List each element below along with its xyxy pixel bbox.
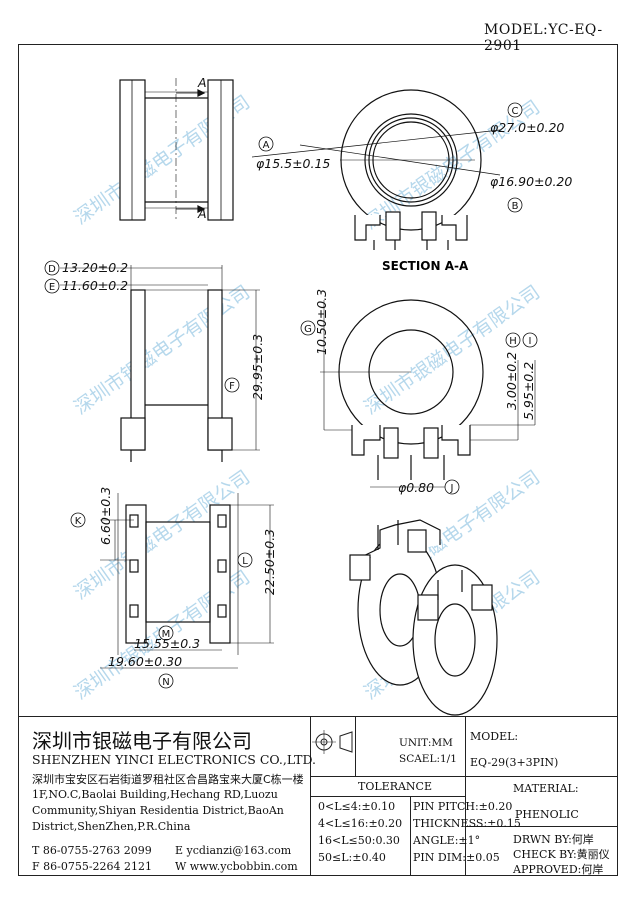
tolerance-row: 4<L≤16:±0.20 — [318, 817, 403, 830]
address-en-line1: 1F,NO.C,Baolai Building,Hechang RD,Luozu — [32, 788, 278, 801]
pin-tolerance-row: THICKNESS:±0.15 — [413, 817, 521, 830]
material-label: MATERIAL: — [513, 782, 579, 795]
balloon-g: G — [304, 324, 312, 335]
dim-a: φ15.5±0.15 — [256, 156, 330, 171]
website: W www.ycbobbin.com — [175, 860, 298, 873]
balloon-l: L — [242, 556, 248, 567]
dim-n: 19.60±0.30 — [108, 654, 182, 669]
model-label: MODEL: — [470, 730, 519, 743]
isometric-view — [349, 519, 498, 716]
dim-d: 13.20±0.2 — [62, 260, 128, 275]
balloon-group — [44, 102, 538, 689]
balloon-c: C — [512, 106, 519, 117]
dim-e: 11.60±0.2 — [62, 278, 128, 293]
dim-m: 15.55±0.3 — [134, 636, 200, 651]
bottom-view — [100, 493, 274, 669]
company-name-en: SHENZHEN YINCI ELECTRONICS CO.,LTD. — [32, 752, 317, 767]
model-number-header: MODEL:YC-EQ-2901 — [484, 22, 603, 54]
section-mark-bottom: A — [197, 206, 207, 221]
email: E ycdianzi@163.com — [175, 844, 292, 857]
balloon-a: A — [263, 140, 270, 151]
balloon-j: J — [450, 483, 454, 494]
material-value: PHENOLIC — [515, 808, 579, 821]
fax: F 86-0755-2264 2121 — [32, 860, 153, 873]
tolerance-row: 0<L≤4:±0.10 — [318, 800, 396, 813]
balloon-k: K — [75, 516, 82, 527]
dim-f: 29.95±0.3 — [250, 334, 265, 400]
tolerance-row: 16<L≤50:0.30 — [318, 834, 400, 847]
model-value: EQ-29(3+3PIN) — [470, 756, 559, 769]
scale: SCAEL:1/1 — [399, 753, 457, 765]
watermark: 深圳市银磁电子有限公司 — [70, 281, 254, 419]
front-view — [60, 265, 260, 462]
balloon-e: E — [49, 282, 55, 293]
pin-tolerance-row: ANGLE:±1° — [413, 834, 481, 847]
pin-tolerance-row: PIN DIM:±0.05 — [413, 851, 500, 864]
balloon-f: F — [229, 381, 235, 392]
balloon-letters: A C B D E F G H I J K L M N — [48, 106, 531, 688]
dim-l: 22.50±0.3 — [262, 529, 277, 595]
checked-by: CHECK BY:黄丽仪 — [513, 848, 610, 861]
dimension-labels: φ15.5±0.15 φ27.0±0.20 φ16.90±0.20 13.20±… — [62, 120, 572, 669]
section-mark-top: A — [197, 75, 207, 90]
side-view-outline — [320, 299, 536, 488]
section-label: SECTION A-A — [382, 259, 469, 273]
balloon-d: D — [48, 264, 56, 275]
balloon-m: M — [162, 629, 171, 640]
side-view-top — [119, 78, 234, 222]
dim-j: φ0.80 — [398, 480, 434, 495]
address-cn: 深圳市宝安区石岩街道罗租社区合昌路宝来大厦C栋一楼 — [32, 773, 304, 786]
address-en-line3: District,ShenZhen,P.R.China — [32, 820, 191, 833]
section-view — [251, 89, 501, 250]
balloon-n: N — [162, 677, 169, 688]
dim-b: φ16.90±0.20 — [490, 174, 572, 189]
dim-i: 5.95±0.2 — [521, 362, 536, 420]
tolerance-label: TOLERANCE — [358, 780, 432, 793]
drawing-frame — [18, 44, 618, 876]
balloon-h: H — [509, 336, 517, 347]
dim-k: 6.60±0.3 — [98, 487, 113, 545]
balloon-i: I — [529, 336, 532, 347]
dim-g: 10.50±0.3 — [314, 289, 329, 355]
address-en-line2: Community,Shiyan Residentia District,Bao… — [32, 804, 284, 817]
projection-symbol-icon — [312, 730, 353, 754]
balloon-b: B — [512, 201, 519, 212]
dim-h: 3.00±0.2 — [504, 352, 519, 410]
pin-tolerance-row: PIN PITCH:±0.20 — [413, 800, 513, 813]
unit: UNIT:MM — [399, 737, 453, 749]
company-name-cn: 深圳市银磁电子有限公司 — [32, 729, 252, 753]
drawn-by: DRWN BY:何岸 — [513, 833, 594, 846]
telephone: T 86-0755-2763 2099 — [32, 844, 152, 857]
tolerance-row: 50≤L:±0.40 — [318, 851, 386, 864]
dim-c: φ27.0±0.20 — [490, 120, 564, 135]
approved-by: APPROVED:何岸 — [513, 863, 604, 876]
